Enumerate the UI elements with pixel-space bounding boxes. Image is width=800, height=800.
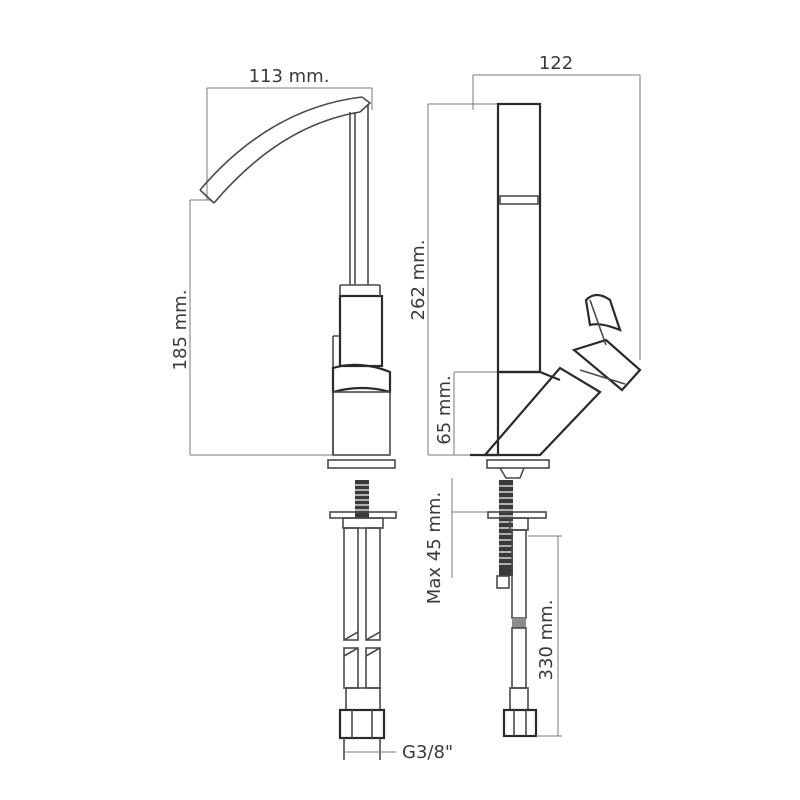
front-thread-dimension: G3/8" <box>344 742 453 763</box>
front-handle-body <box>331 284 392 456</box>
side-threaded-rod <box>496 480 513 589</box>
side-body <box>470 366 602 457</box>
side-base-plate <box>486 459 550 479</box>
front-width-dimension: 113 mm. <box>206 66 373 200</box>
side-mounting-plate <box>487 511 547 531</box>
side-height-dimension: 262 mm. <box>408 103 500 455</box>
side-base-label: 65 mm. <box>434 375 455 444</box>
front-width-label: 113 mm. <box>249 66 330 87</box>
side-height-label: 262 mm. <box>408 240 429 321</box>
thread-label: G3/8" <box>402 742 453 763</box>
front-height-label: 185 mm. <box>170 290 191 371</box>
side-hose-dimension: 330 mm. <box>528 535 562 737</box>
front-spout <box>199 96 372 285</box>
side-view: 122 262 mm. 65 mm. <box>408 53 642 738</box>
front-threaded-rod <box>355 480 369 518</box>
front-mounting-plate <box>329 511 397 529</box>
side-hose <box>502 529 538 738</box>
side-depth-dimension: 122 <box>472 53 641 360</box>
side-depth-label: 122 <box>539 53 573 74</box>
front-base-plate <box>327 459 396 469</box>
side-lever <box>571 293 642 392</box>
side-base-dimension: 65 mm. <box>428 371 500 456</box>
front-view: 113 mm. 185 mm. <box>170 66 453 763</box>
side-column <box>496 102 542 374</box>
side-hose-label: 330 mm. <box>536 600 557 681</box>
side-deck-label: Max 45 mm. <box>424 492 445 604</box>
front-hoses <box>338 527 386 760</box>
front-height-dimension: 185 mm. <box>170 199 335 456</box>
side-deck-dimension: Max 45 mm. <box>424 478 490 604</box>
